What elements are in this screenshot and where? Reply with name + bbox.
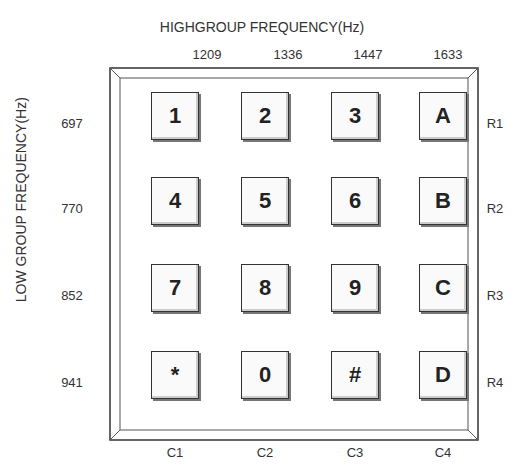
key-button: D [419, 351, 467, 399]
key-button: 3 [331, 92, 379, 140]
row-name: R1 [487, 117, 504, 131]
key-button: A [419, 92, 467, 140]
bevel-line [110, 430, 120, 440]
axis-title: LOW GROUP FREQUENCY(Hz) [14, 97, 29, 302]
key-label: 5 [259, 188, 271, 214]
key-label: 4 [169, 188, 181, 214]
row-name: R2 [487, 202, 504, 216]
bevel-line [468, 68, 478, 78]
key-label: 2 [259, 103, 271, 129]
frequency-value: 941 [61, 376, 83, 390]
key-label: # [349, 362, 361, 388]
key-button: C [419, 264, 467, 312]
key-button: 7 [151, 264, 199, 312]
key-label: C [435, 275, 451, 301]
key-button: B [419, 177, 467, 225]
frame-inner [120, 78, 468, 430]
key-button: 1 [151, 92, 199, 140]
key-label: 9 [349, 275, 361, 301]
key-label: 0 [259, 362, 271, 388]
key-button: 4 [151, 177, 199, 225]
key-button: 0 [241, 351, 289, 399]
key-label: 6 [349, 188, 361, 214]
axis-title: HIGHGROUP FREQUENCY(Hz) [160, 20, 364, 35]
frequency-value: 770 [61, 202, 83, 216]
column-name: C1 [167, 446, 184, 460]
key-label: 3 [349, 103, 361, 129]
frequency-value: 1447 [354, 48, 383, 62]
key-label: 7 [169, 275, 181, 301]
key-label: B [435, 188, 451, 214]
key-label: D [435, 362, 451, 388]
bevel-line [468, 430, 478, 440]
key-button: * [151, 351, 199, 399]
key-button: 2 [241, 92, 289, 140]
frequency-value: 697 [61, 117, 83, 131]
column-name: C3 [347, 446, 364, 460]
key-button: 5 [241, 177, 289, 225]
key-button: 6 [331, 177, 379, 225]
key-button: # [331, 351, 379, 399]
frequency-value: 1209 [193, 48, 222, 62]
column-name: C4 [435, 446, 452, 460]
frequency-value: 1633 [434, 48, 463, 62]
row-name: R4 [487, 376, 504, 390]
frequency-value: 1336 [274, 48, 303, 62]
bevel-line [110, 68, 120, 78]
frame-outer [110, 68, 478, 440]
key-button: 9 [331, 264, 379, 312]
key-label: 8 [259, 275, 271, 301]
key-label: 1 [169, 103, 181, 129]
key-button: 8 [241, 264, 289, 312]
frequency-value: 852 [61, 289, 83, 303]
key-label: A [435, 103, 451, 129]
key-label: * [171, 362, 180, 388]
column-name: C2 [257, 446, 274, 460]
row-name: R3 [487, 289, 504, 303]
